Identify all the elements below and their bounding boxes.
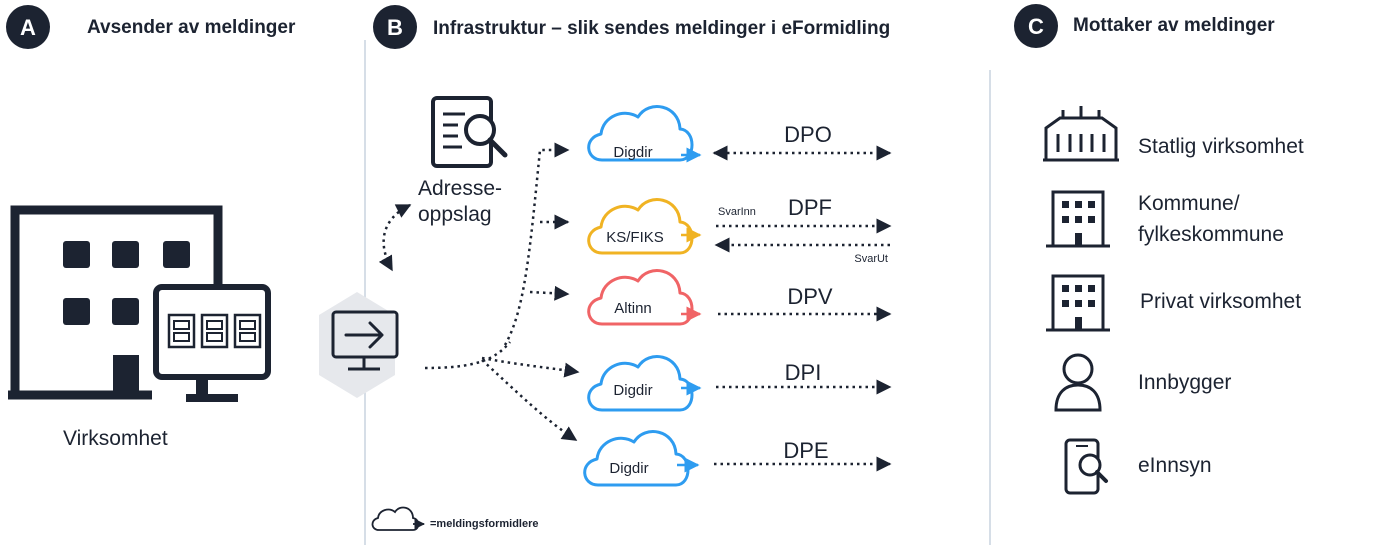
section-a-letter: A	[20, 15, 36, 40]
person-icon	[1054, 353, 1102, 412]
receiver-label-line2: fylkeskommune	[1138, 223, 1284, 246]
cloud-label: KS/FIKS	[606, 229, 664, 246]
receiver-label: Privat virksomhet	[1140, 290, 1301, 313]
receiver-privat: Privat virksomhet	[1046, 274, 1301, 332]
channel-dpv: Altinn DPV	[587, 269, 892, 326]
receiver-label: Kommune/	[1138, 192, 1240, 215]
receiver-label: Statlig virksomhet	[1138, 135, 1304, 158]
section-a-header: A Avsender av meldinger	[6, 5, 296, 49]
sender-building-icon	[8, 205, 223, 400]
archive-icon	[167, 313, 196, 349]
section-c-header: C Mottaker av meldinger	[1014, 4, 1275, 48]
receiver-label: eInnsyn	[1138, 454, 1212, 477]
section-c-title: Mottaker av meldinger	[1073, 15, 1275, 36]
fan-out-connectors	[424, 142, 580, 442]
channel-dpe: Digdir DPE	[583, 430, 892, 487]
channel-label: DPO	[784, 122, 832, 147]
channel-dpo: Digdir DPO	[587, 105, 892, 163]
receiver-innbygger: Innbygger	[1054, 353, 1231, 412]
office-building-icon	[1046, 274, 1110, 332]
section-a-badge	[6, 5, 50, 49]
section-b-header: B Infrastruktur – slik sendes meldinger …	[373, 5, 890, 49]
channel-label: DPE	[783, 438, 828, 463]
channel-label: DPF	[788, 195, 832, 220]
lookup-connector	[378, 203, 412, 272]
section-b-badge	[373, 5, 417, 49]
section-b-letter: B	[387, 15, 403, 40]
section-c-letter: C	[1028, 14, 1044, 39]
svarinn-label: SvarInn	[718, 206, 756, 218]
cloud-label: Digdir	[613, 144, 652, 161]
integration-point-icon	[319, 292, 399, 398]
legend-cloud-icon	[371, 506, 420, 531]
cloud-icon	[587, 269, 694, 326]
channel-label: DPI	[785, 360, 822, 385]
cloud-label: Digdir	[609, 460, 648, 477]
legend: =meldingsformidlere	[371, 506, 539, 531]
receiver-statlig: Statlig virksomhet	[1043, 106, 1304, 162]
receiver-label: Innbygger	[1138, 371, 1231, 394]
channel-dpf: KS/FIKS DPF SvarInn SvarUt	[587, 195, 892, 265]
government-building-icon	[1043, 106, 1119, 162]
legend-label: =meldingsformidlere	[430, 518, 539, 530]
channel-dpi: Digdir DPI	[587, 355, 892, 412]
sender-label: Virksomhet	[63, 427, 168, 450]
svarut-label: SvarUt	[854, 253, 888, 265]
cloud-icon	[587, 105, 694, 162]
phone-search-icon	[1064, 438, 1108, 495]
section-b-title: Infrastruktur – slik sendes meldinger i …	[433, 18, 890, 39]
section-c-badge	[1014, 4, 1058, 48]
municipal-building-icon	[1046, 190, 1110, 248]
cloud-label: Digdir	[613, 382, 652, 399]
section-a-title: Avsender av meldinger	[87, 17, 296, 38]
receiver-kommune: Kommune/ fylkeskommune	[1046, 190, 1284, 248]
cloud-label: Altinn	[614, 300, 652, 317]
archive-icon	[200, 313, 229, 349]
channel-label: DPV	[787, 284, 833, 309]
lookup-label-line1: Adresse-	[418, 177, 502, 200]
address-lookup-icon	[431, 96, 508, 168]
lookup-label-line2: oppslag	[418, 203, 492, 226]
sender-computer-icon	[153, 284, 271, 402]
archive-icon	[233, 313, 262, 349]
receiver-einnsyn: eInnsyn	[1064, 438, 1212, 495]
